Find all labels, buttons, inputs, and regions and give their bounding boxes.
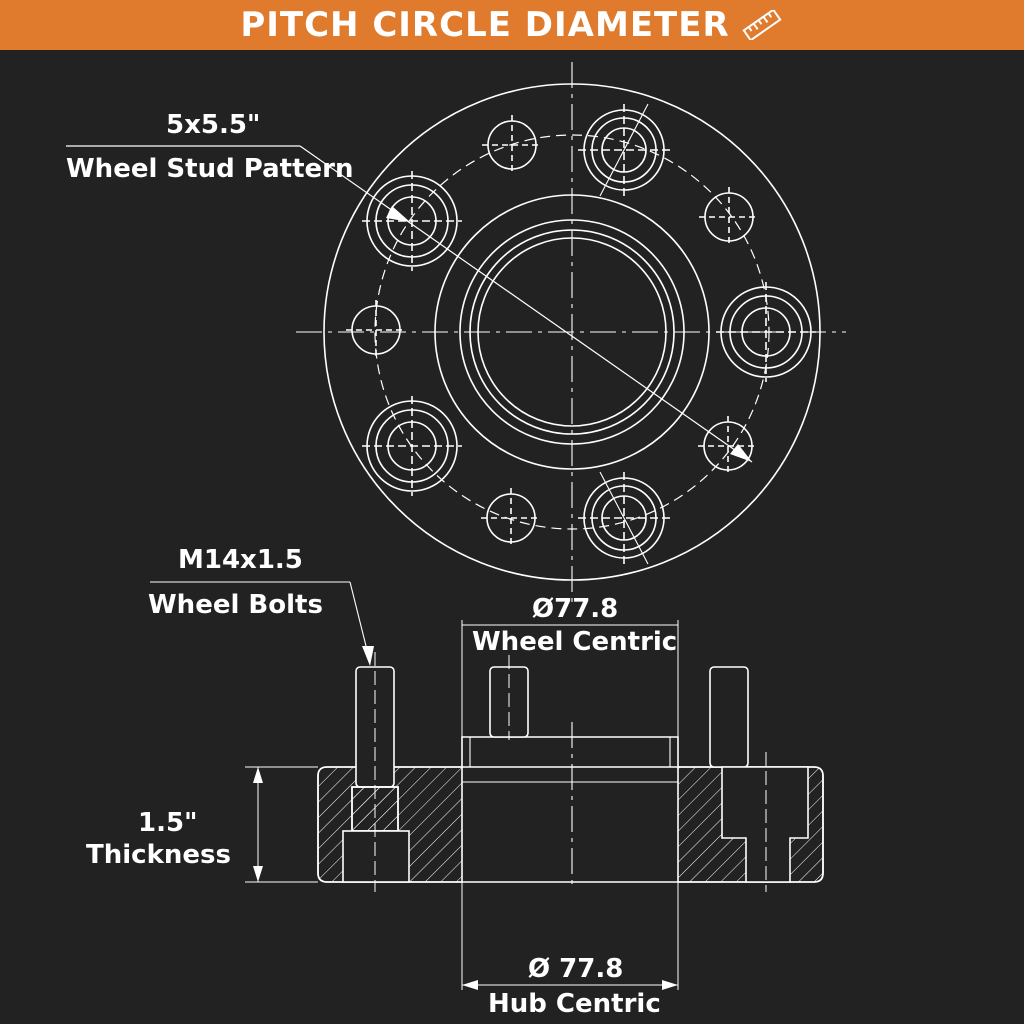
- pitch-diameter-line: [299, 145, 753, 463]
- stud-pattern-label: Wheel Stud Pattern: [66, 154, 354, 184]
- banner-title: PITCH CIRCLE DIAMETER: [240, 5, 730, 45]
- small-bolt-hole: [699, 187, 759, 247]
- large-stud-hole: [716, 282, 816, 382]
- hub-centric-value: Ø 77.8: [528, 954, 624, 984]
- thickness-label: Thickness: [86, 840, 231, 870]
- wheel-bolts-label: Wheel Bolts: [148, 590, 323, 620]
- arrowhead: [730, 444, 752, 462]
- hub-centric-label: Hub Centric: [488, 989, 661, 1019]
- flange-outline: [317, 736, 824, 883]
- small-bolt-hole: [346, 300, 406, 360]
- ruler-icon: [742, 10, 782, 40]
- counterbore: [721, 752, 809, 892]
- wheel-bolt: [342, 652, 410, 892]
- arrowhead: [386, 206, 410, 222]
- wheel-stud: [489, 655, 529, 740]
- stud-pattern-value: 5x5.5": [166, 110, 261, 140]
- wheel-stud: [709, 666, 749, 768]
- large-stud-hole: [362, 171, 462, 271]
- small-bolt-hole: [481, 488, 541, 548]
- wheel-bolts-value: M14x1.5: [178, 545, 303, 575]
- large-stud-hole: [578, 103, 670, 197]
- header-banner: PITCH CIRCLE DIAMETER: [0, 0, 1024, 50]
- small-bolt-hole: [698, 416, 758, 476]
- thickness-value: 1.5": [138, 808, 198, 838]
- large-stud-hole: [362, 396, 462, 496]
- front-view: [66, 62, 846, 605]
- wheel-centric-label: Wheel Centric: [472, 627, 678, 657]
- wheel-centric-value: Ø77.8: [532, 594, 619, 624]
- large-stud-hole: [578, 471, 670, 565]
- side-view: [150, 581, 824, 990]
- small-bolt-hole: [482, 115, 542, 175]
